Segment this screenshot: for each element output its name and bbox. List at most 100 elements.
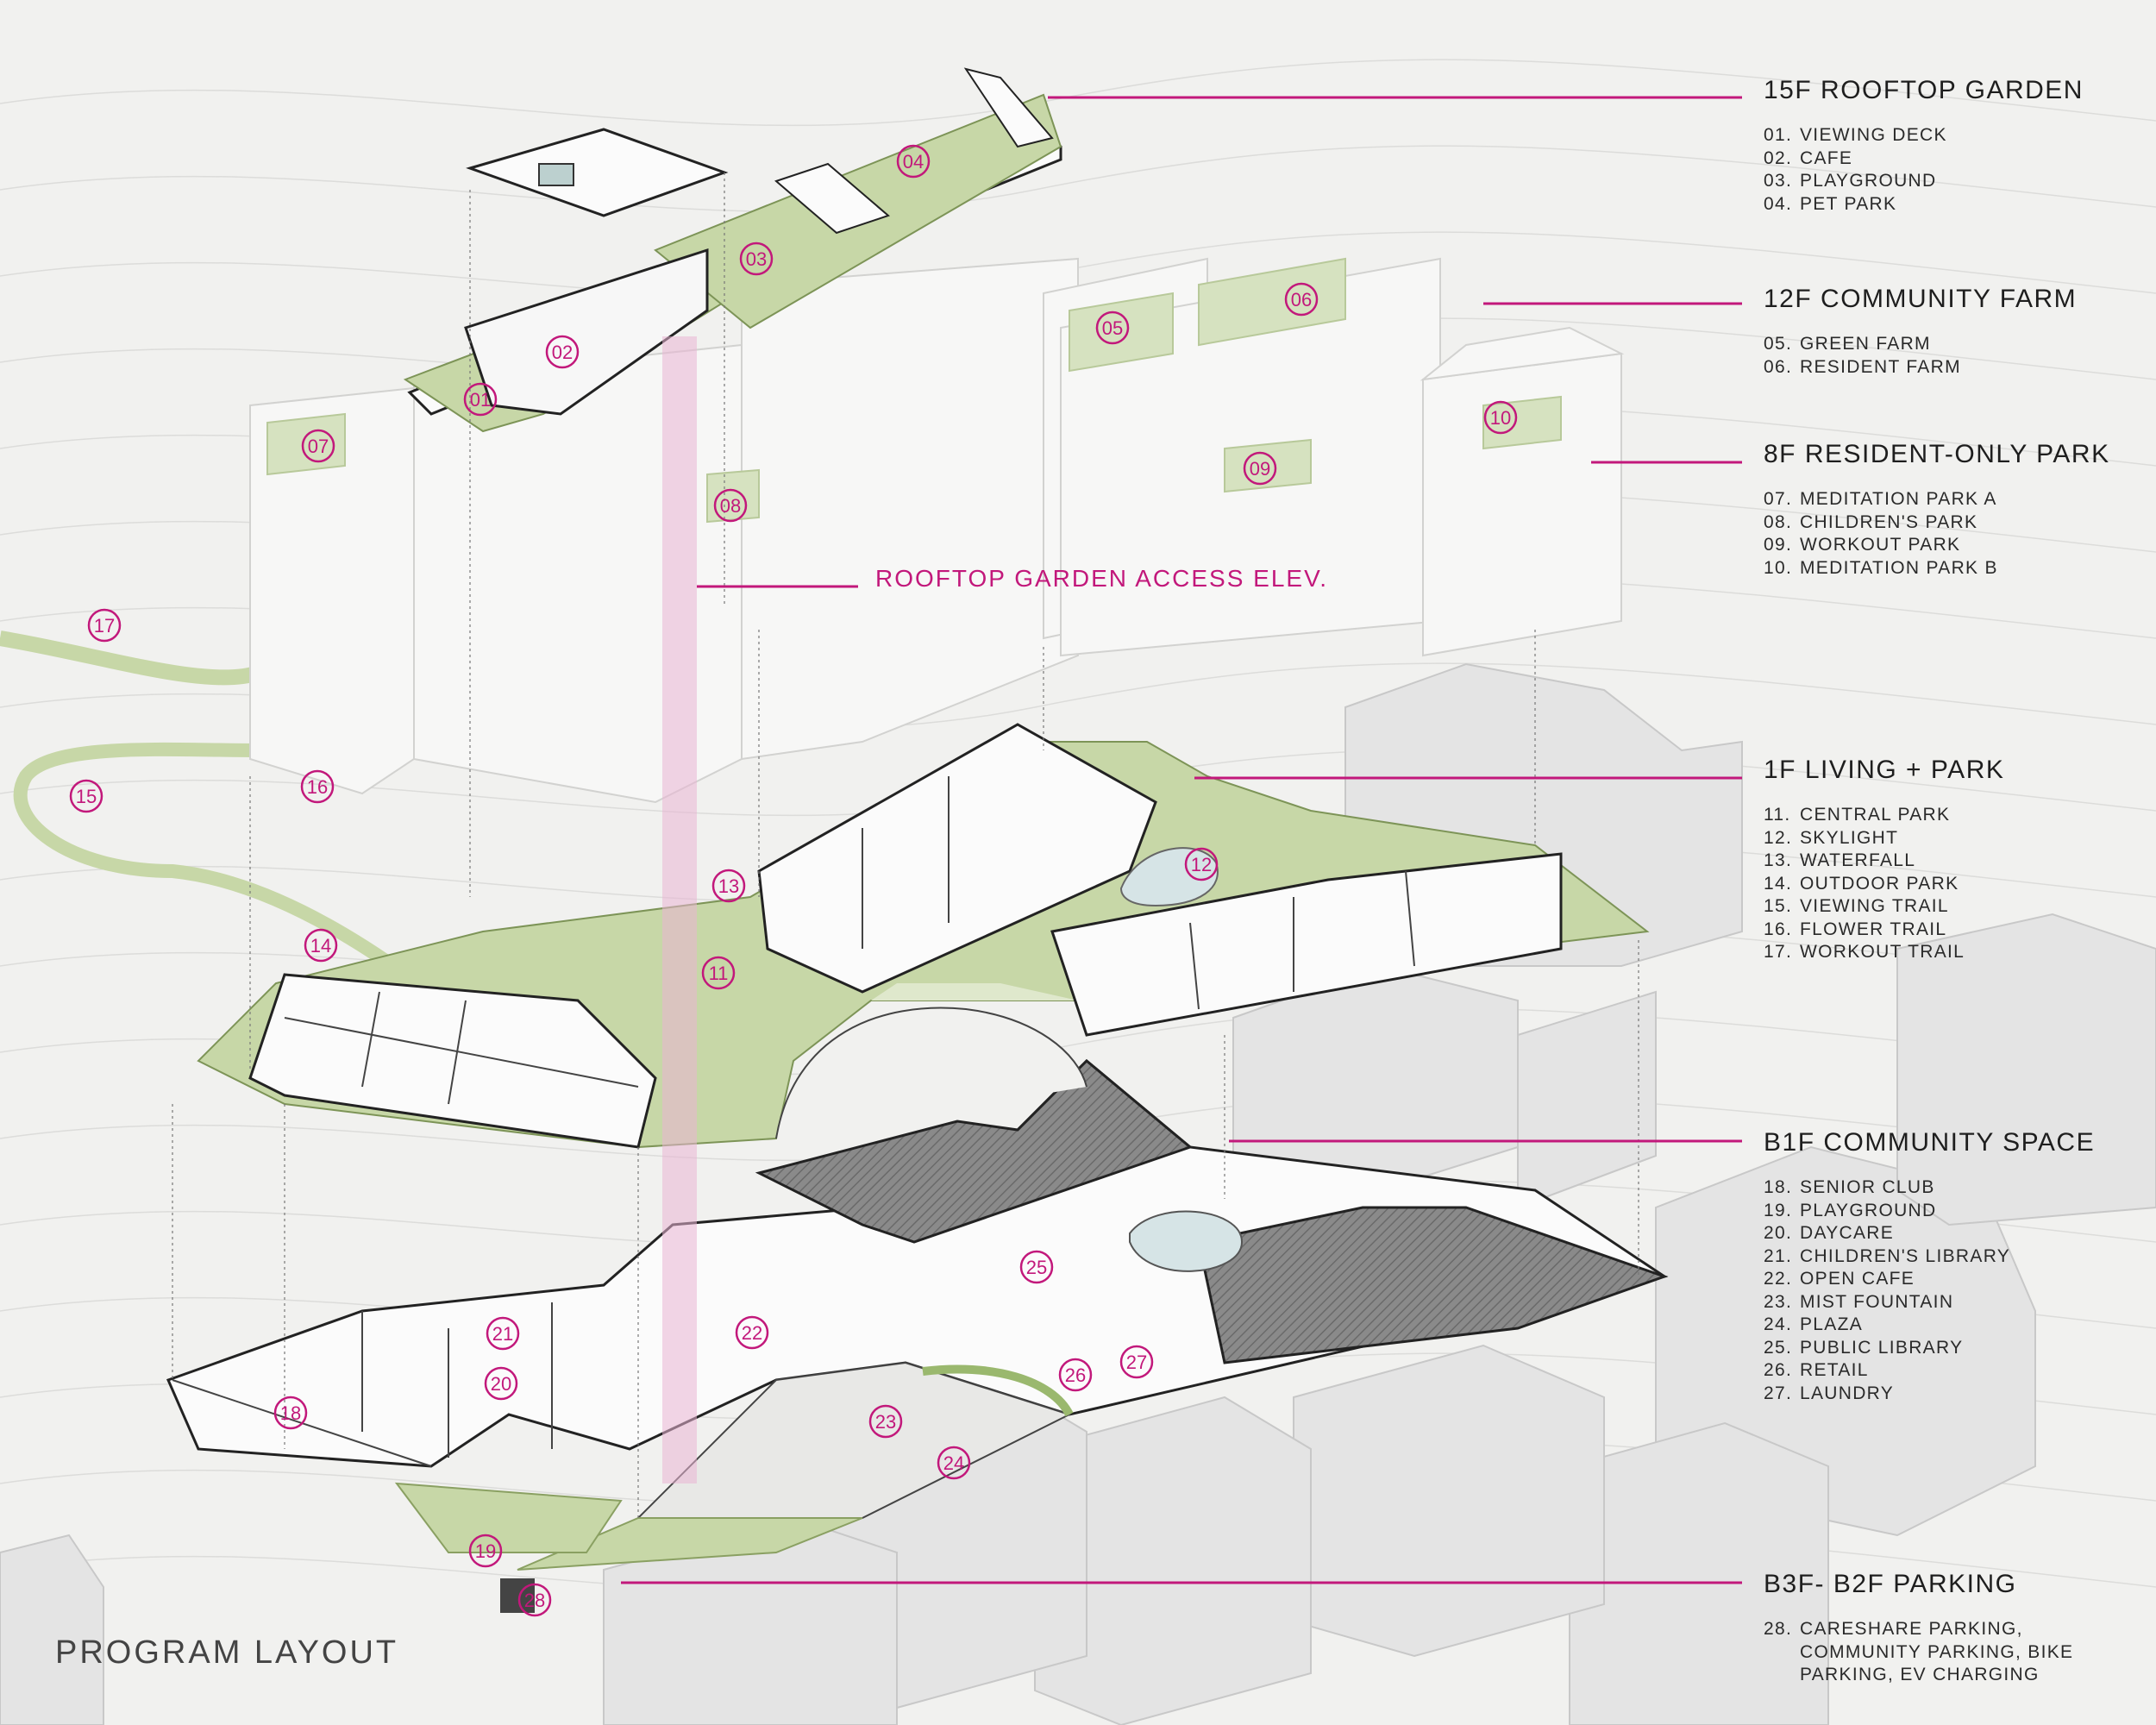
zone-marker: 16 (300, 769, 335, 804)
legend-item-label: CHILDREN'S LIBRARY (1800, 1245, 2011, 1266)
legend-item-label: MEDITATION PARK A (1800, 489, 1997, 509)
legend-item: 11.CENTRAL PARK (1764, 804, 2134, 827)
marker-number: 25 (1026, 1257, 1047, 1278)
legend-item-label: CARESHARE PARKING, (1800, 1619, 2023, 1639)
legend-heading: 15F ROOFTOP GARDEN (1764, 76, 2084, 104)
legend-item: 18.SENIOR CLUB (1764, 1176, 2134, 1200)
legend-item-label: SENIOR CLUB (1800, 1177, 1935, 1197)
legend-item-label: RESIDENT FARM (1800, 356, 1961, 377)
legend-item-number: 08. (1764, 511, 1793, 532)
marker-number: 07 (308, 436, 329, 457)
legend-item-label: WATERFALL (1800, 850, 1916, 870)
marker-number: 26 (1065, 1364, 1086, 1386)
legend-item: 05.GREEN FARM (1764, 333, 2134, 356)
legend-item: PARKING, EV CHARGING (1764, 1664, 2134, 1687)
legend-item-number: 10. (1764, 557, 1793, 578)
legend-item-number: 22. (1764, 1269, 1793, 1289)
legend-item: 13.WATERFALL (1764, 850, 2134, 873)
marker-circle (301, 429, 335, 463)
marker-circle (1095, 310, 1130, 345)
zone-marker: 09 (1243, 451, 1277, 486)
legend-item: 16. FLOWER TRAIL (1764, 919, 2134, 942)
legend-item-number: 01. (1764, 125, 1793, 145)
zone-marker: 19 (468, 1534, 503, 1568)
marker-number: 21 (492, 1323, 513, 1345)
marker-number: 02 (552, 342, 573, 363)
legend-item-number: 19. (1764, 1200, 1793, 1220)
legend-item-label: LAUNDRY (1800, 1383, 1895, 1403)
marker-circle (463, 382, 498, 417)
zone-marker: 22 (735, 1315, 769, 1350)
zone-marker: 12 (1184, 847, 1219, 881)
legend-item: 09.WORKOUT PARK (1764, 534, 2134, 557)
legend-item: 19. PLAYGROUND (1764, 1200, 2134, 1223)
legend-item-number: 23. (1764, 1291, 1793, 1312)
marker-circle (1119, 1345, 1154, 1379)
marker-circle (300, 769, 335, 804)
marker-number: 11 (709, 963, 729, 984)
legend-item-number: 24. (1764, 1314, 1793, 1334)
marker-circle (69, 779, 103, 813)
marker-circle (545, 335, 580, 369)
zone-marker: 28 (517, 1583, 552, 1617)
legend-item-number: 14. (1764, 873, 1793, 894)
legend-heading: B1F COMMUNITY SPACE (1764, 1128, 2096, 1157)
marker-number: 01 (470, 389, 491, 411)
marker-circle (517, 1583, 552, 1617)
marker-circle (739, 242, 774, 276)
legend-item: 03. PLAYGROUND (1764, 170, 2134, 193)
zone-marker: 23 (868, 1404, 903, 1439)
zone-marker: 18 (273, 1396, 308, 1430)
legend-item-label: VIEWING DECK (1800, 125, 1947, 145)
legend-item-number: 06. (1764, 356, 1793, 377)
elevator-shaft (662, 336, 697, 1484)
legend-item: 15.VIEWING TRAIL (1764, 895, 2134, 919)
marker-number: 15 (76, 786, 97, 807)
marker-number: 24 (943, 1452, 964, 1474)
marker-circle (1243, 451, 1277, 486)
legend-item: 12.SKYLIGHT (1764, 827, 2134, 850)
marker-number: 27 (1126, 1352, 1147, 1373)
legend-item-number: 26. (1764, 1360, 1793, 1380)
legend-item-label: OUTDOOR PARK (1800, 873, 1959, 894)
marker-number: 18 (280, 1402, 301, 1424)
marker-number: 16 (307, 776, 328, 798)
legend-item: 14. OUTDOOR PARK (1764, 873, 2134, 896)
legend-item: 08.CHILDREN'S PARK (1764, 511, 2134, 535)
legend-item-label: PUBLIC LIBRARY (1800, 1337, 1964, 1358)
legend-item: 21.CHILDREN'S LIBRARY (1764, 1245, 2134, 1269)
legend-item-label: GREEN FARM (1800, 334, 1931, 354)
legend-item-label: MEDITATION PARK B (1800, 557, 1998, 578)
legend-item-label: FLOWER TRAIL (1800, 919, 1947, 939)
marker-number: 22 (742, 1322, 762, 1344)
legend-item-number: 16. (1764, 919, 1793, 939)
legend-item-label: WORKOUT TRAIL (1800, 942, 1965, 962)
zone-marker: 01 (463, 382, 498, 417)
legend-item-label: PARKING, EV CHARGING (1800, 1665, 2040, 1684)
legend-item: COMMUNITY PARKING, BIKE (1764, 1641, 2134, 1665)
legend-item: 07.MEDITATION PARK A (1764, 488, 2134, 511)
marker-number: 06 (1291, 289, 1312, 310)
b1f-community-space (166, 1058, 1669, 1613)
legend-item: 25.PUBLIC LIBRARY (1764, 1337, 2134, 1360)
zone-marker: 10 (1483, 400, 1518, 435)
legend-item-label: CENTRAL PARK (1800, 805, 1951, 825)
marker-circle (1019, 1250, 1054, 1284)
marker-number: 05 (1102, 317, 1123, 339)
legend-item: 17.WORKOUT TRAIL (1764, 941, 2134, 964)
legend-item: 23.MIST FOUNTAIN (1764, 1291, 2134, 1314)
legend-item-label: OPEN CAFE (1800, 1269, 1915, 1289)
legend-item-label: PLAYGROUND (1800, 1200, 1937, 1220)
marker-circle (701, 956, 736, 990)
legend-item-number: 03. (1764, 171, 1793, 191)
marker-number: 28 (524, 1590, 545, 1611)
zone-marker: 08 (713, 488, 748, 523)
legend-heading: B3F- B2F PARKING (1764, 1570, 2017, 1598)
legend-item-number: 09. (1764, 535, 1793, 555)
legend-item-label: PLAYGROUND (1800, 171, 1937, 191)
zone-marker: 04 (896, 144, 931, 179)
marker-number: 09 (1250, 458, 1270, 480)
